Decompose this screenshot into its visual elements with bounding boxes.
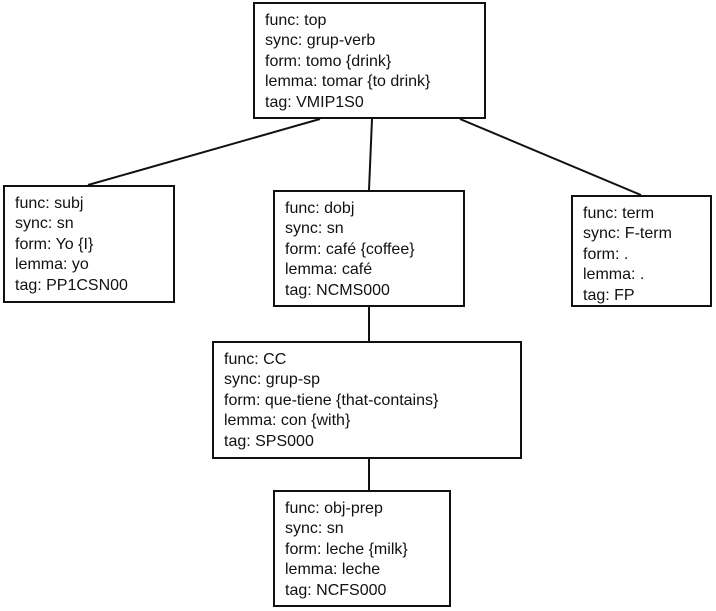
node-func-line: func: top — [265, 12, 327, 29]
node-form-line: form: tomo {drink} — [265, 52, 392, 70]
node-lemma-line: lemma: yo — [15, 256, 89, 274]
node-form-line: form: Yo {I} — [15, 235, 94, 253]
node-lemma-line: lemma: . — [583, 266, 645, 284]
edge-top-dobj — [368, 118, 373, 191]
node-form-line: form: . — [583, 245, 629, 263]
node-lemma-line: lemma: leche — [285, 561, 381, 579]
node-form-line: form: que-tiene {that-contains} — [224, 391, 439, 409]
node-cc: func: CC sync: grup-sp form: que-tiene {… — [212, 341, 522, 459]
node-func-line: func: subj — [15, 195, 84, 212]
edge-top-term — [459, 118, 642, 196]
node-sync-line: sync: grup-verb — [265, 32, 376, 50]
node-subj: func: subj sync: sn form: Yo {I} lemma: … — [3, 185, 175, 303]
node-func-line: func: term — [583, 205, 655, 222]
node-sync-line: sync: F-term — [583, 225, 672, 243]
node-sync-line: sync: sn — [15, 215, 74, 233]
node-tag-line: tag: NCFS000 — [285, 581, 387, 599]
node-lemma-line: lemma: tomar {to drink} — [265, 73, 431, 91]
node-sync-line: sync: sn — [285, 220, 344, 238]
node-func-line: func: dobj — [285, 200, 355, 217]
node-tag-line: tag: FP — [583, 286, 635, 304]
node-top: func: top sync: grup-verb form: tomo {dr… — [253, 2, 486, 119]
node-tag-line: tag: VMIP1S0 — [265, 93, 364, 111]
node-sync-line: sync: sn — [285, 520, 344, 538]
node-form-line: form: café {coffee} — [285, 240, 415, 258]
node-dobj: func: dobj sync: sn form: café {coffee} … — [273, 190, 465, 307]
node-obj-prep: func: obj-prep sync: sn form: leche {mil… — [273, 490, 451, 607]
node-lemma-line: lemma: café — [285, 261, 373, 279]
edge-top-subj — [87, 118, 321, 186]
node-tag-line: tag: NCMS000 — [285, 281, 390, 299]
node-tag-line: tag: SPS000 — [224, 432, 314, 450]
node-term: func: term sync: F-term form: . lemma: .… — [571, 195, 712, 307]
node-func-line: func: obj-prep — [285, 500, 383, 517]
node-sync-line: sync: grup-sp — [224, 371, 321, 389]
node-tag-line: tag: PP1CSN00 — [15, 276, 128, 294]
node-func-line: func: CC — [224, 351, 287, 368]
node-form-line: form: leche {milk} — [285, 540, 408, 558]
node-lemma-line: lemma: con {with} — [224, 412, 351, 430]
